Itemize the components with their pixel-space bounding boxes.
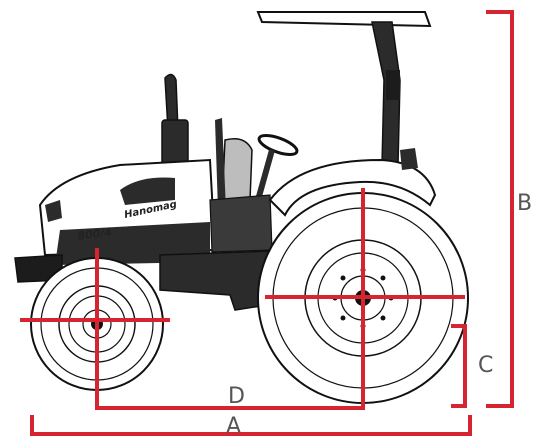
dimension-lines (20, 10, 514, 436)
rops-canopy (256, 11, 432, 166)
label-d: D (228, 384, 245, 409)
rear-wheel (257, 192, 469, 404)
label-c: C (478, 353, 493, 378)
tractor-hood: 800/4 Hanomag (14, 158, 217, 283)
label-b: B (517, 191, 532, 216)
label-a: A (226, 414, 241, 439)
rear-fender (268, 148, 437, 217)
model-decal: 800/4 (77, 225, 113, 243)
dimension-a-line (30, 415, 472, 436)
dimension-c-line (451, 324, 467, 408)
dimension-b-line (486, 10, 514, 408)
steering-wheel (255, 134, 299, 201)
